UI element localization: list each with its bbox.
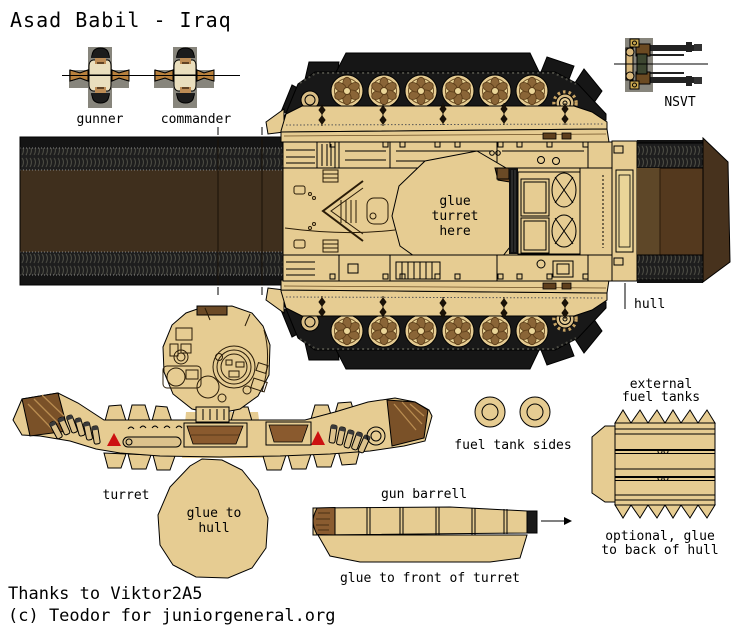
glue-turret-line3: here: [439, 224, 470, 239]
turret-top-view: [162, 305, 271, 423]
gunner-label: gunner: [77, 112, 124, 127]
fuel-tank-sides: fuel tank sides: [454, 396, 572, 453]
hull-rear: [611, 136, 731, 283]
commander-label: commander: [161, 112, 232, 127]
red-marker-left: [107, 433, 121, 446]
nsvt-label: NSVT: [664, 95, 695, 110]
glue-turret-line2: turret: [432, 209, 479, 224]
turret-band-detail: [21, 392, 429, 454]
hull-deck: glue turret here: [282, 136, 731, 283]
direction-arrow-icon: [541, 517, 572, 525]
engine-deck: [496, 167, 613, 256]
external-tanks-note2: to back of hull: [601, 543, 718, 558]
commander-figure: [154, 47, 214, 108]
smoke-launchers: [49, 414, 371, 454]
glue-turret-line1: glue: [439, 194, 470, 209]
external-fuel-tanks-piece: external fuel tanks optional, glue to ba…: [591, 377, 719, 558]
gun-barrel-note: glue to front of turret: [340, 571, 520, 586]
external-tanks-label2: fuel tanks: [622, 390, 700, 405]
hull-label: hull: [634, 297, 665, 312]
hull-piece: glue turret here: [19, 53, 731, 369]
external-tanks-note1: optional, glue: [605, 529, 715, 544]
turret-piece: glue to hull: [12, 305, 433, 579]
nsvt-piece: NSVT: [614, 38, 708, 110]
external-tanks-label1: external: [630, 377, 693, 392]
hull-side-top: [266, 53, 609, 142]
hull-side-bottom: [266, 280, 609, 369]
glue-to-hull-line1: glue to: [187, 506, 242, 521]
fuel-tank-sides-label: fuel tank sides: [454, 438, 571, 453]
credit-copyright: (c) Teodor for juniorgeneral.org: [8, 606, 336, 626]
credit-thanks: Thanks to Viktor2A5: [8, 584, 202, 604]
turret-glue-flap: [157, 458, 269, 579]
turret-label: turret: [103, 488, 150, 503]
glue-to-hull-line2: hull: [198, 521, 229, 536]
red-marker-right: [311, 431, 325, 445]
gun-barrel-piece: gun barrell glue to front of turret: [312, 487, 572, 586]
crew-figures: gunner commander: [62, 47, 240, 127]
sheet-title: Asad Babil - Iraq: [10, 8, 232, 32]
gun-barrel-label: gun barrell: [381, 487, 467, 502]
hull-belly-strip: [19, 127, 285, 295]
